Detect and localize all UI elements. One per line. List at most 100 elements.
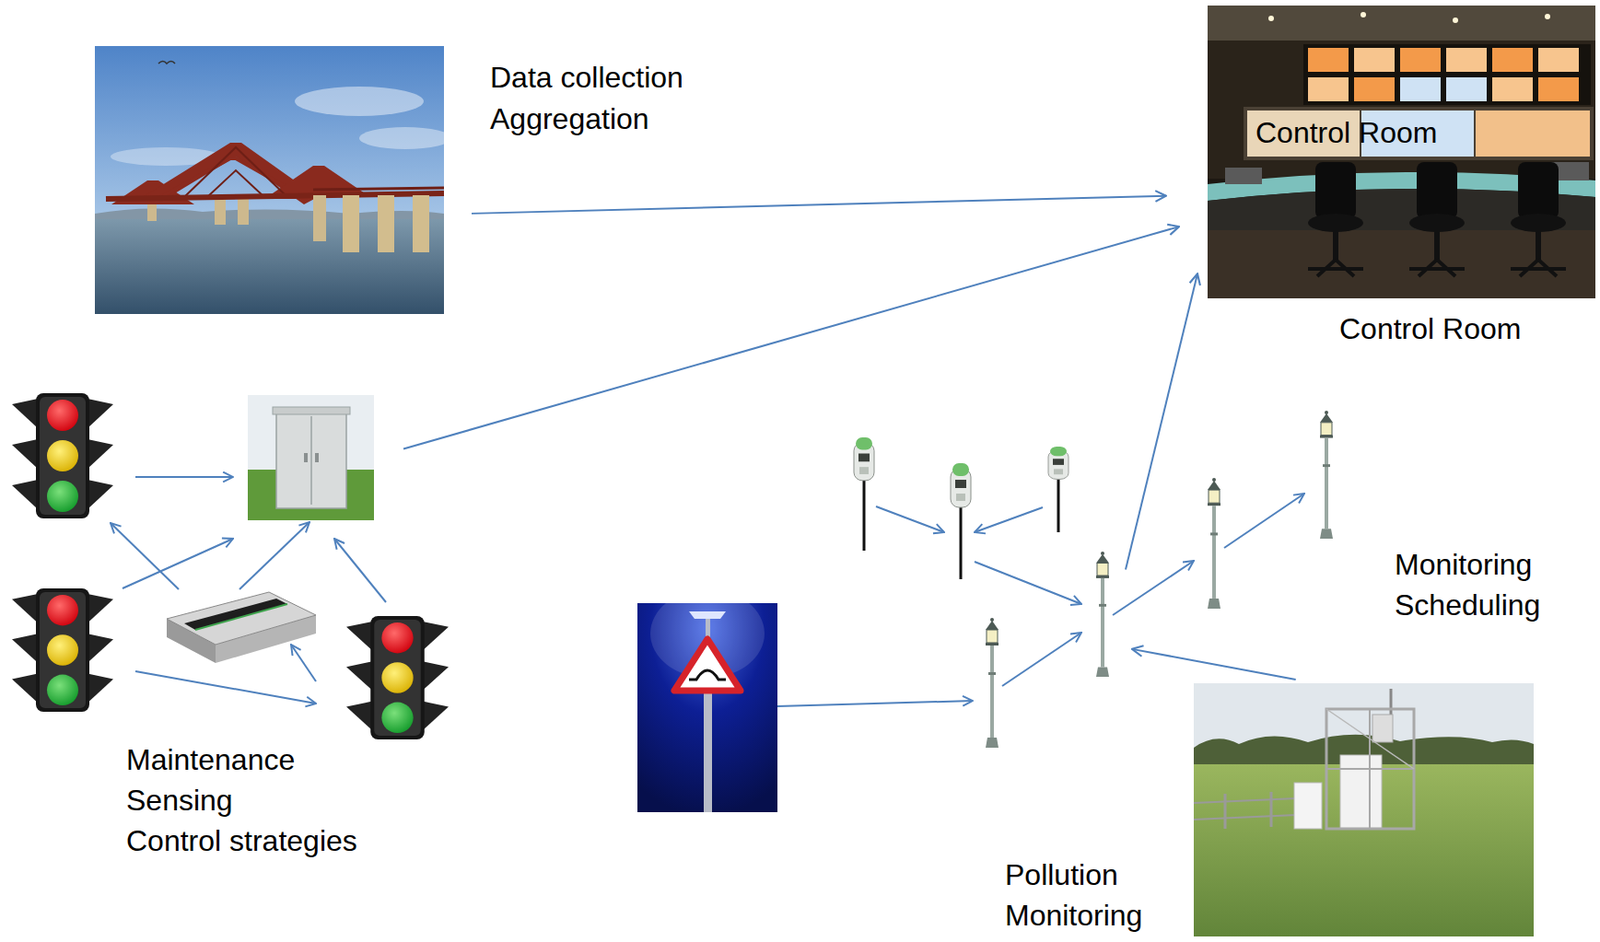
control-room-photo (1268, 15, 1274, 22)
control-room-photo (1452, 17, 1459, 24)
link-arrow (291, 644, 316, 682)
traffic-light (346, 616, 449, 740)
street-cabinet (315, 453, 319, 463)
control-room-photo (1308, 259, 1364, 277)
text-anchor: Monitoring (1394, 544, 1532, 585)
street-lamp (1096, 551, 1110, 678)
link-arrow (135, 476, 234, 479)
speed-bump-sign (674, 639, 741, 691)
link-arrow (777, 700, 973, 707)
bridge-photo (359, 127, 452, 150)
parking-meter (1048, 446, 1069, 533)
parking-meter (853, 437, 1069, 580)
control-room-photo (1538, 77, 1579, 102)
pollution-station-photo: Pollution Monitoring (1193, 683, 1534, 937)
text-anchor: Pollution Monitoring (1004, 854, 1167, 936)
link-arrow (110, 523, 179, 590)
bridge-photo (237, 197, 249, 225)
control-room-photo (1400, 47, 1441, 72)
control-room-photo (1354, 77, 1395, 102)
node-label: Control strategies (126, 820, 358, 862)
bridge-photo: Data collectionAggregation (94, 46, 444, 315)
flow-arrow (403, 226, 1180, 449)
control-room-photo (1538, 47, 1579, 72)
node-label: Scheduling (1394, 584, 1541, 626)
control-room-photo (1303, 44, 1591, 106)
control-room-photo (1332, 228, 1339, 260)
pollution-station-photo (1368, 709, 1371, 830)
street-cabinet (272, 407, 351, 415)
pollution-station-photo (1326, 709, 1414, 770)
street-cabinet (310, 416, 313, 505)
bridge-photo (94, 46, 444, 315)
pollution-station-photo (1193, 683, 1534, 937)
link-arrow (122, 538, 234, 589)
control-room-photo (1510, 259, 1566, 277)
node-label: Control Room (1339, 308, 1521, 350)
control-room-photo (1207, 5, 1596, 299)
traffic-light (11, 393, 449, 740)
pollution-station-photo (1372, 714, 1393, 743)
control-room-photo (1360, 11, 1367, 18)
link-arrow (334, 538, 386, 603)
control-room-photo (1308, 47, 1349, 72)
link-arrow (239, 522, 310, 590)
control-room-photo (1207, 5, 1596, 41)
control-room-photo (1446, 77, 1487, 102)
flow-arrow (471, 196, 1167, 214)
node-label: Maintenance (126, 739, 295, 781)
control-room-photo (1535, 228, 1542, 260)
link-arrow (1002, 632, 1082, 687)
text-anchor: Control Room (1339, 308, 1521, 350)
pollution-station-photo (1340, 755, 1382, 830)
node-label: Pollution Monitoring (1004, 854, 1167, 936)
road-sensor (166, 592, 316, 664)
street-lamp (1319, 410, 1333, 539)
text-anchor: Aggregation (490, 98, 650, 140)
speed-bump-sign (637, 589, 778, 813)
control-room-photo: Control RoomControl Room (1207, 5, 1596, 299)
pollution-station-photo (1294, 782, 1322, 830)
control-room-photo (1315, 162, 1356, 220)
link-arrow (135, 671, 316, 704)
pollution-station-photo (1326, 709, 1414, 830)
node-label: Sensing (126, 780, 234, 821)
bridge-photo (342, 195, 360, 253)
street-cabinet (303, 453, 308, 463)
control-room-photo (1207, 5, 1596, 299)
bridge-photo (94, 46, 452, 315)
node-label: Monitoring (1394, 544, 1532, 585)
node-label: Aggregation (490, 98, 650, 140)
text-anchor: Control strategies (126, 820, 358, 862)
control-room-photo (1207, 40, 1596, 179)
link-arrow (875, 506, 945, 533)
pollution-station-photo (1224, 794, 1227, 830)
traffic-light (11, 588, 114, 713)
flow-arrow (1132, 649, 1297, 680)
bridge-photo (412, 195, 430, 253)
control-room-photo (1446, 47, 1487, 72)
control-room-photo (1225, 167, 1262, 185)
parking-meter (950, 463, 971, 580)
text-anchor: Scheduling (1394, 584, 1541, 626)
text-anchor: Sensing (126, 780, 234, 821)
control-room-photo (1475, 110, 1590, 157)
link-arrow (110, 477, 1305, 707)
control-room-photo (1308, 77, 1349, 102)
link-arrow (1224, 493, 1305, 549)
bridge-photo (294, 86, 424, 117)
bridge-photo (377, 195, 395, 253)
bridge-photo (313, 187, 444, 190)
control-room-photo (1400, 77, 1441, 102)
bridge-photo (313, 195, 327, 242)
street-lamp (985, 618, 999, 748)
pollution-station-photo (1193, 683, 1534, 937)
street-cabinet (276, 411, 347, 509)
flow-arrow (1125, 273, 1198, 570)
street-lamp: MonitoringScheduling (1088, 550, 1117, 678)
pollution-station-photo (1270, 792, 1273, 828)
control-room-photo (1354, 47, 1395, 72)
speed-bump-sign (689, 670, 726, 680)
control-room-photo (1518, 162, 1559, 220)
